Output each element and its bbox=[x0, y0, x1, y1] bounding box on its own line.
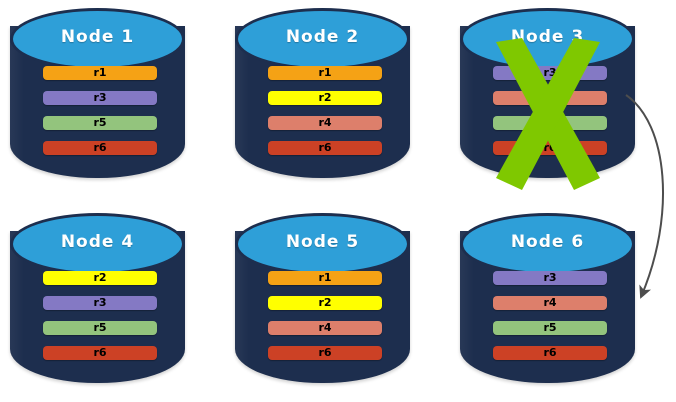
node-4[interactable]: Node 4 r2 r3 r5 r6 bbox=[10, 213, 185, 383]
node-3-replica-r4[interactable]: r4 bbox=[493, 91, 607, 105]
node-5-replica-r6[interactable]: r6 bbox=[268, 346, 382, 360]
node-1[interactable]: Node 1 r1 r3 r5 r6 bbox=[10, 8, 185, 178]
node-3-replica-r3[interactable]: r3 bbox=[493, 66, 607, 80]
node-3-replica-r6[interactable]: r6 bbox=[493, 141, 607, 155]
node-6-cylinder-top bbox=[460, 213, 635, 275]
node-5-replica-list: r1 r2 r4 r6 bbox=[268, 271, 382, 360]
node-4-replica-list: r2 r3 r5 r6 bbox=[43, 271, 157, 360]
node-3[interactable]: Node 3 r3 r4 r5 r6 bbox=[460, 8, 635, 190]
node-1-replica-r5[interactable]: r5 bbox=[43, 116, 157, 130]
node-1-replica-r1[interactable]: r1 bbox=[43, 66, 157, 80]
node-6-replica-r3[interactable]: r3 bbox=[493, 271, 607, 285]
node-2-replica-r6[interactable]: r6 bbox=[268, 141, 382, 155]
node-4-cylinder-top bbox=[10, 213, 185, 275]
node-2-replica-r1[interactable]: r1 bbox=[268, 66, 382, 80]
node-5-replica-r2[interactable]: r2 bbox=[268, 296, 382, 310]
node-6-replica-r4[interactable]: r4 bbox=[493, 296, 607, 310]
node-4-replica-r2[interactable]: r2 bbox=[43, 271, 157, 285]
node-3-cylinder-top bbox=[460, 8, 635, 70]
node-5-replica-r1[interactable]: r1 bbox=[268, 271, 382, 285]
node-6-replica-r6[interactable]: r6 bbox=[493, 346, 607, 360]
node-3-replica-list: r3 r4 r5 r6 bbox=[493, 66, 607, 155]
node-1-cylinder-top bbox=[10, 8, 185, 70]
node-4-replica-r3[interactable]: r3 bbox=[43, 296, 157, 310]
node-1-replica-r3[interactable]: r3 bbox=[43, 91, 157, 105]
node-5-cylinder-top bbox=[235, 213, 410, 275]
node-6[interactable]: Node 6 r3 r4 r5 r6 bbox=[460, 213, 635, 383]
node-5-replica-r4[interactable]: r4 bbox=[268, 321, 382, 335]
node-1-replica-list: r1 r3 r5 r6 bbox=[43, 66, 157, 155]
node-3-replica-r5[interactable]: r5 bbox=[493, 116, 607, 130]
node-5[interactable]: Node 5 r1 r2 r4 r6 bbox=[235, 213, 410, 383]
node-2-cylinder-top bbox=[235, 8, 410, 70]
node-2-replica-r2[interactable]: r2 bbox=[268, 91, 382, 105]
node-4-replica-r5[interactable]: r5 bbox=[43, 321, 157, 335]
node-2-replica-r4[interactable]: r4 bbox=[268, 116, 382, 130]
node-4-replica-r6[interactable]: r6 bbox=[43, 346, 157, 360]
node-2[interactable]: Node 2 r1 r2 r4 r6 bbox=[235, 8, 410, 178]
node-6-replica-list: r3 r4 r5 r6 bbox=[493, 271, 607, 360]
node-1-replica-r6[interactable]: r6 bbox=[43, 141, 157, 155]
node-2-replica-list: r1 r2 r4 r6 bbox=[268, 66, 382, 155]
node-6-replica-r5[interactable]: r5 bbox=[493, 321, 607, 335]
